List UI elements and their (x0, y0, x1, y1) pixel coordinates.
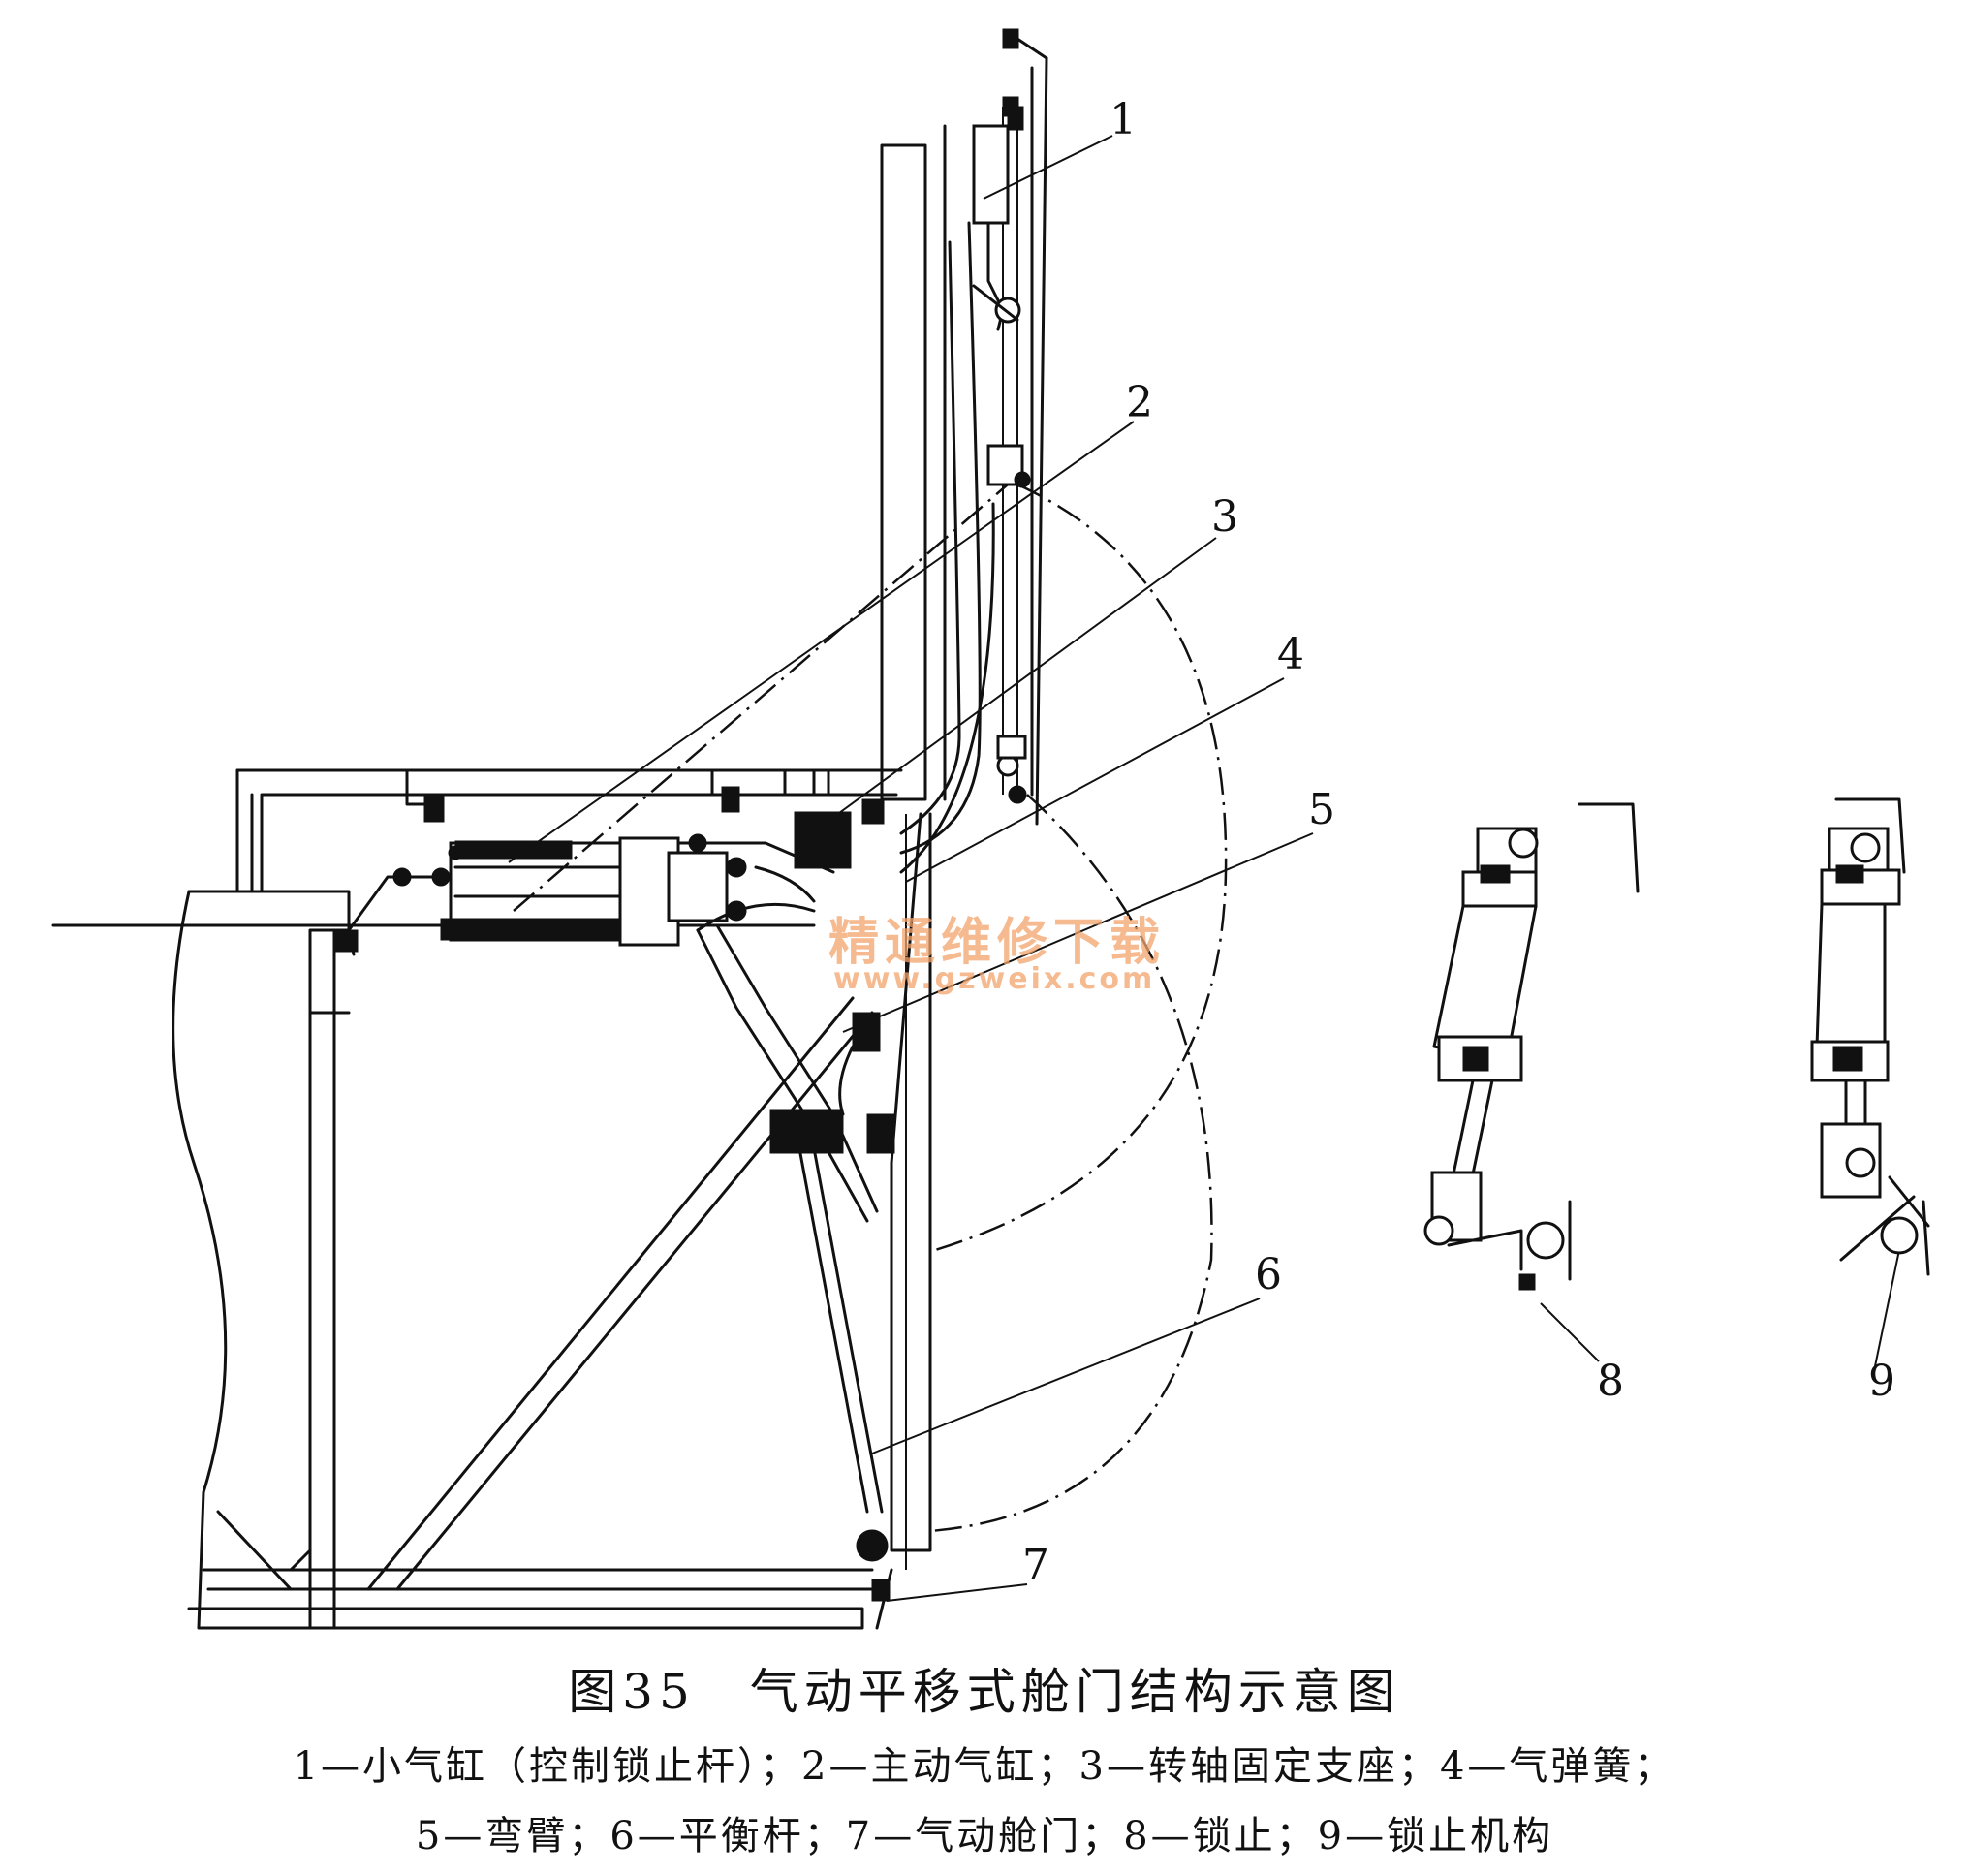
watermark: 精通维修下载 www.gzweix.com (828, 914, 1166, 996)
callout-3: 3 (1211, 492, 1238, 542)
watermark-url: www.gzweix.com (833, 962, 1155, 996)
legend-line-2: 5—弯臂；6—平衡杆；7—气动舱门；8—锁止；9—锁止机构 (415, 1814, 1554, 1859)
figure-title: 图35 气动平移式舱门结构示意图 (568, 1664, 1401, 1720)
main-cylinder (333, 794, 729, 956)
small-cylinder (972, 28, 1031, 488)
callout-leaders (508, 135, 1900, 1602)
detail-lock (1423, 802, 1640, 1291)
door-panel (871, 37, 1048, 1630)
callout-2: 2 (1126, 378, 1153, 427)
callout-1: 1 (1110, 95, 1137, 144)
callout-8: 8 (1597, 1357, 1624, 1406)
bent-arm (696, 902, 879, 1223)
balance-bar (769, 1012, 895, 1562)
vehicle-body-frame (51, 890, 874, 1630)
watermark-text: 精通维修下载 (828, 914, 1166, 972)
callout-7: 7 (1022, 1541, 1049, 1590)
detail-lock-mechanism (1810, 797, 1930, 1276)
callout-4: 4 (1277, 630, 1304, 679)
support-and-gas-spring (676, 768, 885, 927)
legend-line-1: 1—小气缸（控制锁止杆）；2—主动气缸；3—转轴固定支座；4—气弹簧； (293, 1744, 1676, 1789)
callout-5: 5 (1308, 785, 1335, 834)
callout-numbers: 1 2 3 4 5 6 7 8 9 (1022, 95, 1895, 1590)
motion-arc (513, 483, 1228, 1533)
callout-9: 9 (1868, 1357, 1895, 1406)
callout-6: 6 (1255, 1250, 1282, 1299)
